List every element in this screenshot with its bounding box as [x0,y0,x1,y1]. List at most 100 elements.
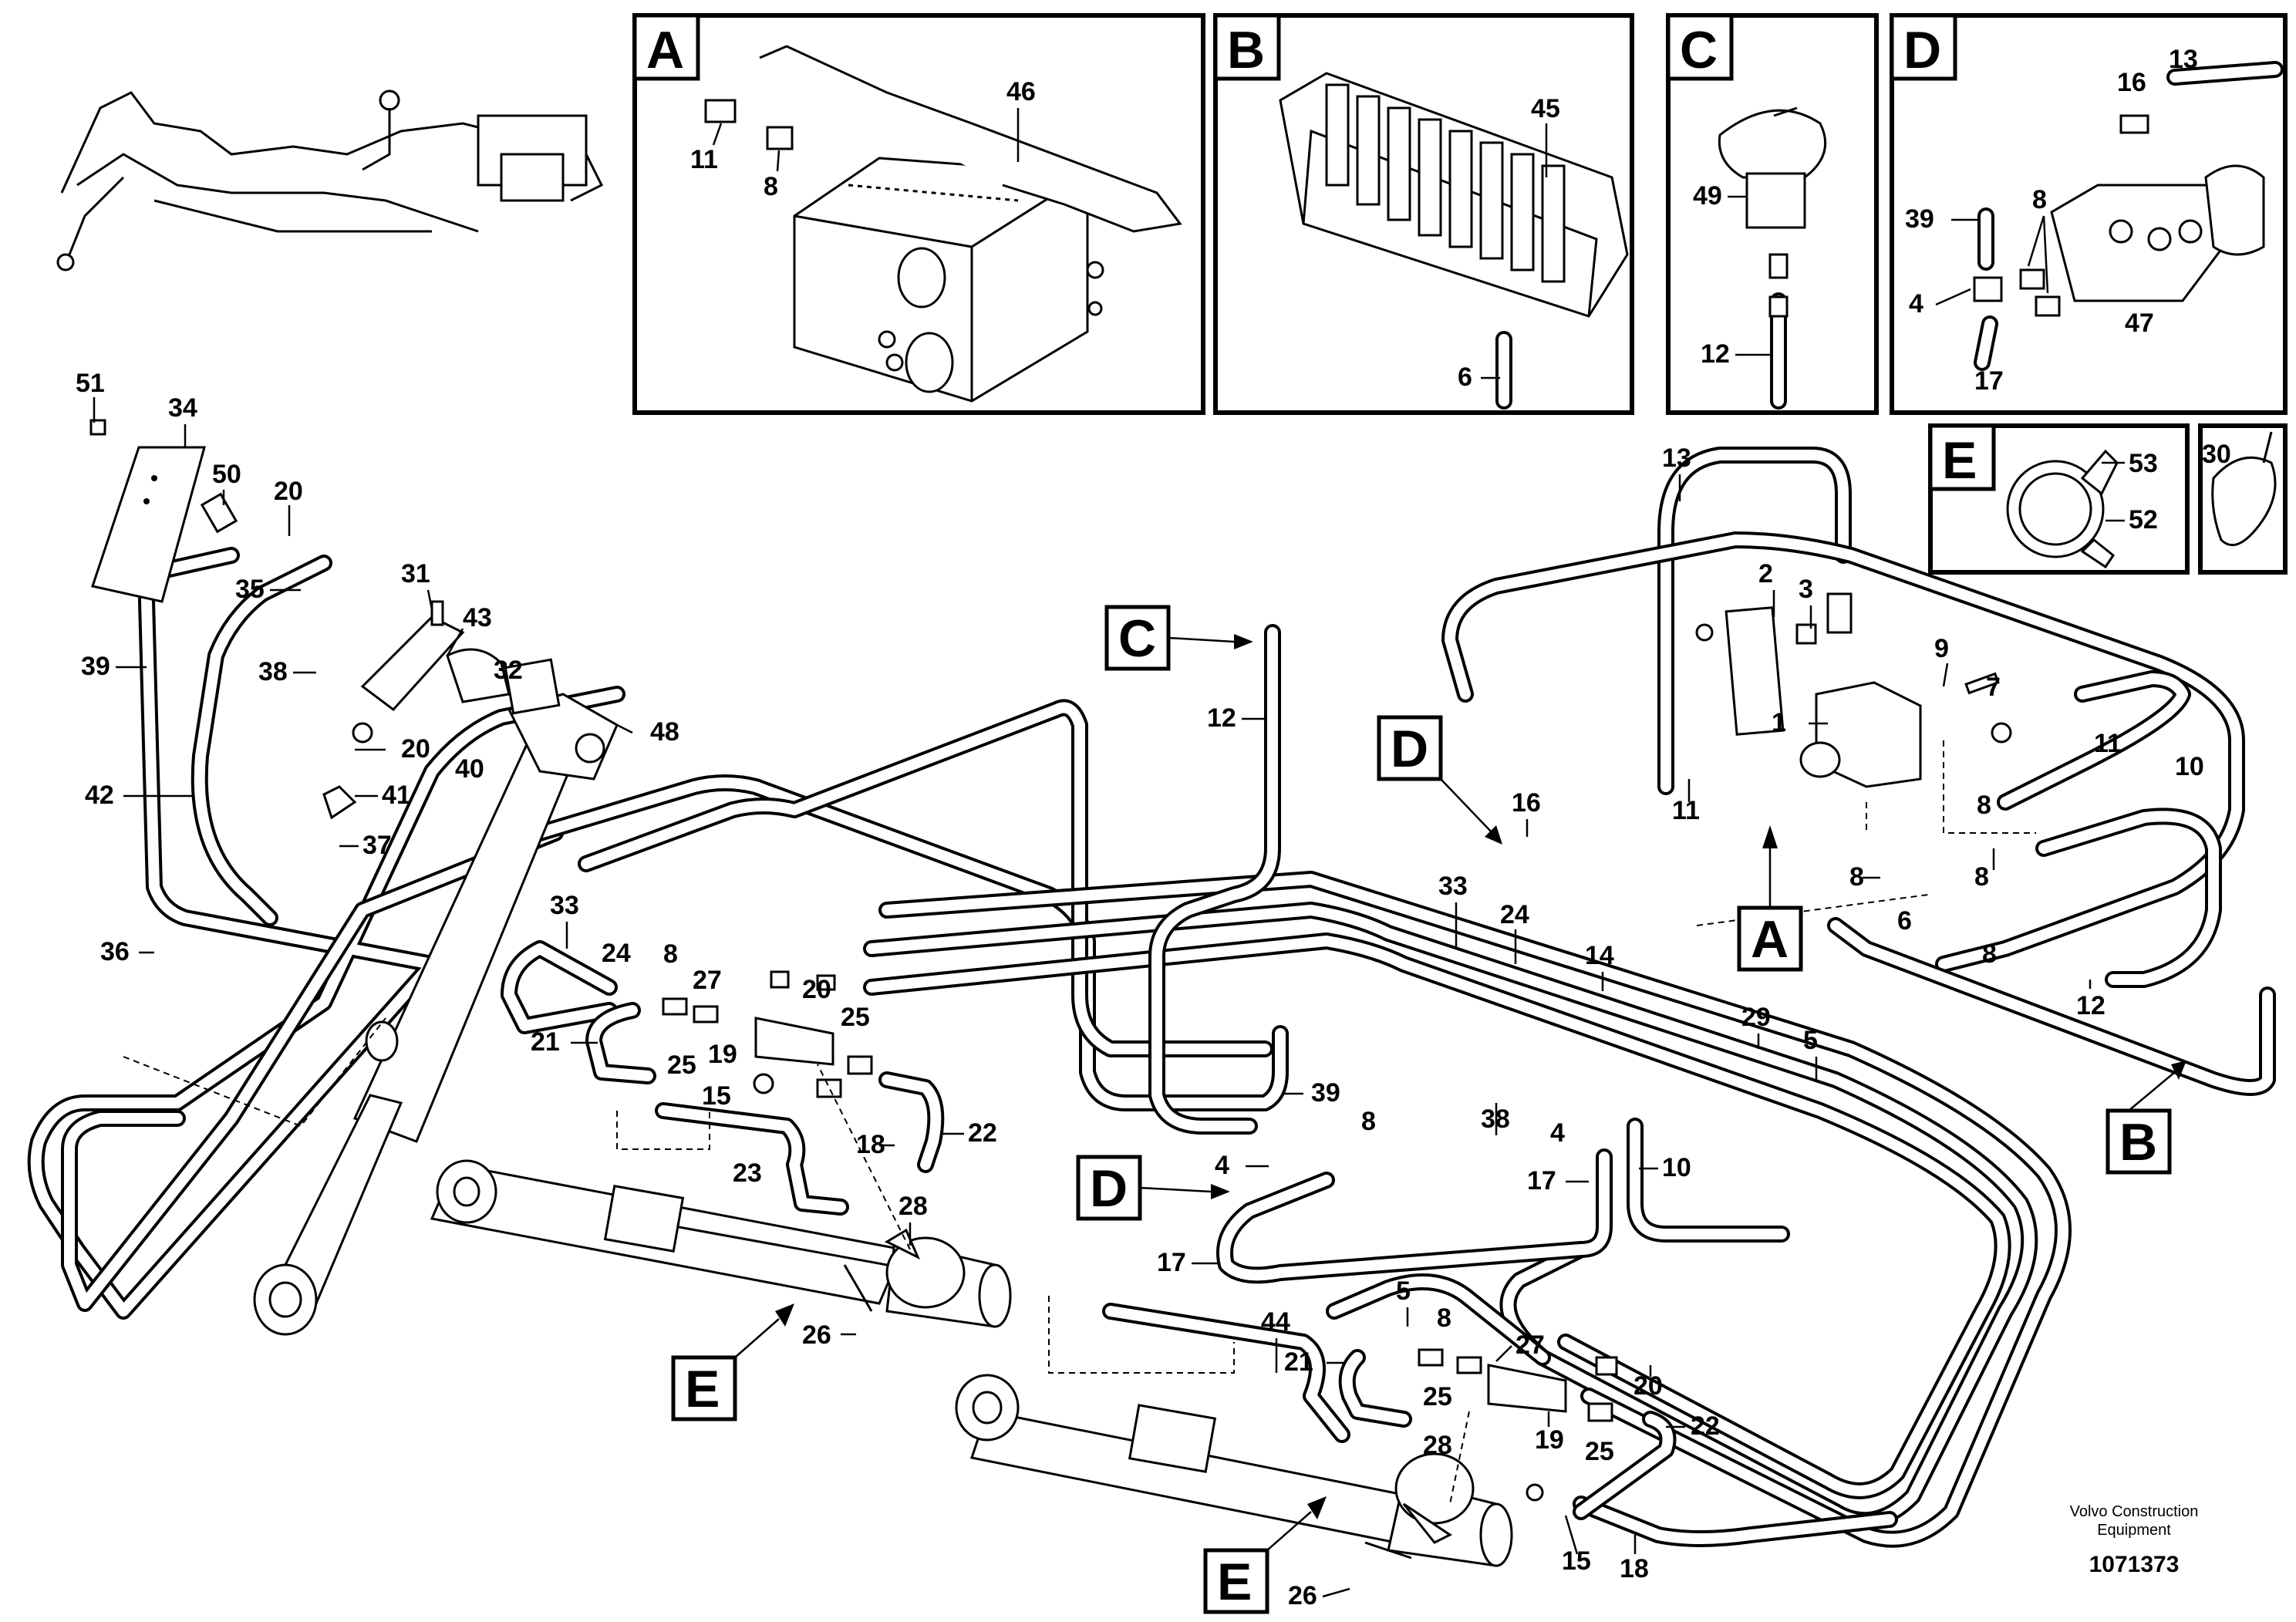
callout-label-11: 11 [1672,796,1700,825]
callout-label-8: 8 [1982,939,1997,969]
detail-a-letter: A [646,21,684,79]
callout-label-35: 35 [235,575,265,604]
callout-label-17: 17 [1157,1248,1186,1277]
hydraulic-pipes [27,447,2276,1548]
callout-label-18: 18 [1620,1554,1649,1583]
document-number: 1071373 [2089,1552,2180,1577]
callout-label-25: 25 [1423,1382,1452,1411]
callout-label-7: 7 [1986,673,2001,702]
detail-e-letter: E [1942,431,1977,490]
detail-d-label-47: 47 [2125,309,2154,338]
callout-label-50: 50 [212,460,241,489]
callout-label-20: 20 [274,477,303,506]
detail-c-label-49: 49 [1693,181,1722,211]
callout-label-8: 8 [1361,1107,1376,1136]
callout-label-39: 39 [81,652,110,681]
lift-cylinder-left [253,693,619,1336]
callout-label-8: 8 [1437,1303,1451,1333]
marker-c: C [1104,605,1253,671]
marker-d-lower: D [1076,1155,1230,1221]
callout-label-26: 26 [802,1320,831,1350]
callout-label-20: 20 [401,734,430,764]
bracket-34 [89,419,238,603]
valve-block-19-lower [1418,1348,1618,1502]
callout-label-25: 25 [667,1050,696,1080]
detail-d-label-39: 39 [1905,204,1934,234]
credit-line-2: Equipment [2097,1522,2171,1539]
detail-tie-label-30: 30 [2202,440,2231,469]
callout-label-22: 22 [968,1118,997,1148]
marker-e-left: E [671,1303,794,1421]
clamp-28-upper [884,1228,966,1309]
svg-text:A: A [1751,910,1789,969]
callout-label-51: 51 [76,369,105,398]
svg-text:E: E [1217,1553,1252,1611]
detail-b-label-6: 6 [1458,363,1472,392]
callout-label-33: 33 [550,891,579,920]
valve-block-1 [1695,592,2012,788]
callout-label-43: 43 [463,603,492,632]
callout-label-26: 26 [1288,1581,1317,1610]
callout-leaders [93,397,2092,1598]
callout-label-31: 31 [401,559,430,588]
callout-label-11: 11 [2094,729,2122,758]
footer: Volvo Construction Equipment 1071373 [2070,1503,2199,1577]
callout-label-41: 41 [382,781,411,810]
detail-e-label-52: 52 [2129,505,2158,534]
marker-b: B [2106,1061,2186,1175]
callout-label-12: 12 [1207,703,1236,733]
callout-label-34: 34 [168,393,197,423]
callout-label-44: 44 [1261,1307,1290,1337]
callout-label-36: 36 [100,937,130,966]
marker-e-right: E [1203,1496,1327,1614]
detail-view-a: A 46 11 8 [632,13,1205,415]
svg-text:E: E [685,1360,720,1418]
callout-label-10: 10 [2175,752,2204,781]
callout-label-48: 48 [650,717,679,747]
callout-labels: 51 34 50 20 35 31 43 39 38 32 48 20 40 4… [76,369,2204,1610]
detail-view-d: D 16 13 39 8 4 47 17 [1890,13,2288,415]
callout-label-19: 19 [1535,1425,1564,1455]
valve-31-cluster [322,600,561,820]
callout-label-40: 40 [455,754,484,784]
callout-label-4: 4 [1550,1118,1565,1148]
detail-d-label-17: 17 [1974,366,2004,396]
detail-d-letter: D [1903,21,1941,79]
callout-label-20: 20 [802,975,831,1004]
callout-label-21: 21 [1284,1347,1313,1377]
callout-label-5: 5 [1803,1026,1818,1055]
callout-label-24: 24 [1500,900,1529,929]
detail-d-label-8: 8 [2032,185,2047,214]
callout-label-8: 8 [1849,862,1864,892]
dashed-reference-lines [123,740,2036,1505]
detail-d-label-13: 13 [2169,45,2198,74]
detail-c-letter: C [1680,21,1718,79]
callout-label-16: 16 [1512,788,1541,818]
callout-label-2: 2 [1758,559,1773,588]
callout-label-15: 15 [702,1081,731,1111]
detail-d-label-4: 4 [1909,289,1923,319]
detail-b-letter: B [1227,21,1265,79]
callout-label-1: 1 [1772,708,1786,737]
detail-view-c: C 49 12 [1666,13,1879,415]
credit-line-1: Volvo Construction [2070,1503,2199,1520]
callout-label-12: 12 [2076,991,2106,1020]
callout-label-8: 8 [1974,862,1989,892]
detail-view-b: B 45 6 [1213,13,1634,415]
callout-label-13: 13 [1662,443,1691,473]
callout-label-22: 22 [1691,1411,1720,1441]
detail-c-label-12: 12 [1701,339,1730,369]
callout-label-24: 24 [602,939,631,968]
marker-d-upper: D [1377,715,1502,845]
svg-text:D: D [1391,720,1428,778]
detail-a-label-8: 8 [764,172,778,201]
detail-a-label-46: 46 [1006,77,1036,106]
callout-label-27: 27 [693,966,722,995]
callout-label-19: 19 [708,1040,737,1069]
callout-label-3: 3 [1799,575,1813,604]
detail-view-cable-tie: 30 [2198,423,2288,575]
callout-label-28: 28 [899,1192,928,1221]
callout-label-37: 37 [362,831,392,860]
callout-label-39: 39 [1311,1078,1340,1108]
